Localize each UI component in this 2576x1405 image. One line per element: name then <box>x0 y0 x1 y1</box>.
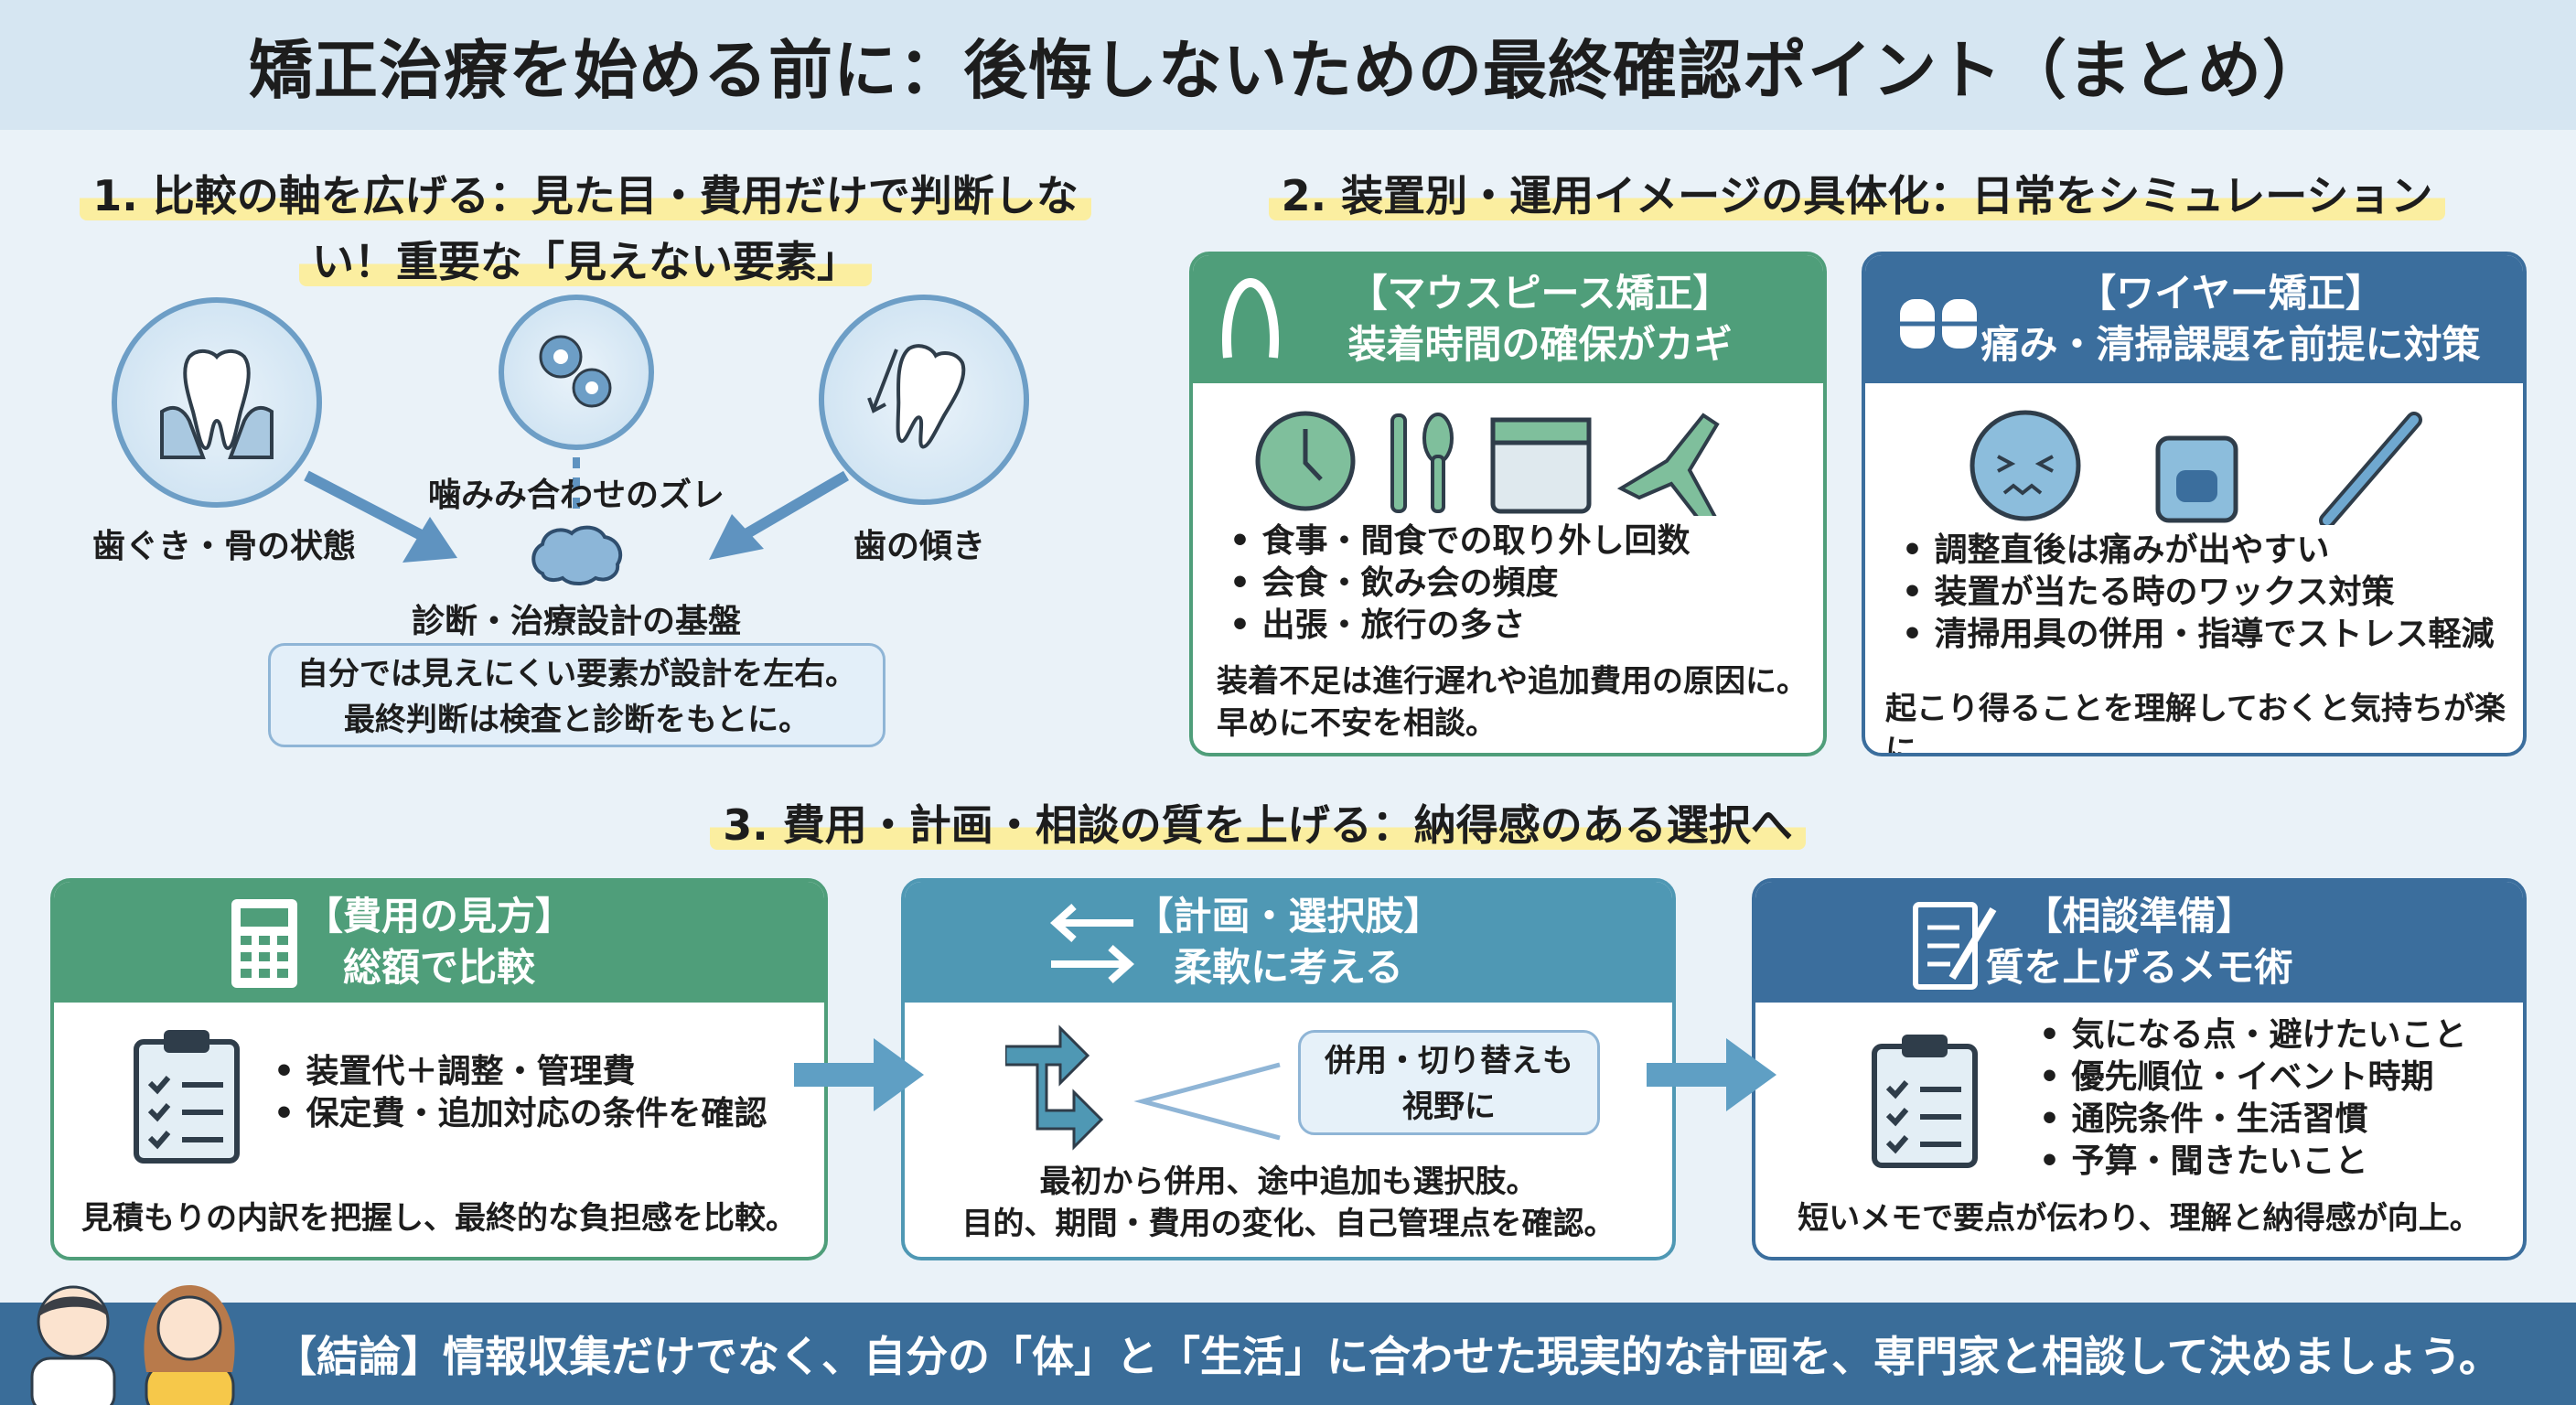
section1-arrows <box>304 457 850 563</box>
tooth-tilt-circle <box>819 295 1029 505</box>
doctor-patient-illustration <box>30 1285 235 1405</box>
bite-circle <box>499 295 654 450</box>
plan-note: 最初から併用、途中追加も選択肢。目的、期間・費用の変化、自己管理点を確認。 <box>961 1164 1615 1242</box>
aligner-note: 装着不足は進行遅れや追加費用の原因に。早めに不安を相談。 <box>1217 663 1808 742</box>
pained-face-icon <box>1970 410 2081 521</box>
factor-label: 歯の傾き <box>853 528 985 565</box>
section3-heading: 3. 費用・計画・相談の質を上げる：納得感のある選択へ <box>640 792 1875 858</box>
wire-card: 【ワイヤー矯正】痛み・清掃課題を前提に対策 調整直後は痛みが出やすい装置が当たる… <box>1862 252 2527 756</box>
aligner-bullets: 食事・間食での取り外し回数会食・飲み会の頻度出張・旅行の多さ <box>1229 520 1690 647</box>
center-label: 診断・治療設計の基盤 <box>411 603 741 640</box>
calendar-icon <box>1490 417 1592 514</box>
patient-icon <box>144 1285 235 1405</box>
section2-heading: 2. 装置別・運用イメージの具体化：日常をシミュレーション <box>1189 163 2525 229</box>
doctor-icon <box>30 1285 116 1405</box>
airplane-icon <box>1616 413 1720 516</box>
page-title: 矯正治療を始める前に：後悔しないための最終確認ポイント（まとめ） <box>249 32 2327 108</box>
card-header: 【費用の見方】総額で比較 <box>54 882 824 1003</box>
plan-card: 【計画・選択肢】柔軟に考える 併用・切り替えも視野に 最初から併用、途中追加も選… <box>901 878 1676 1260</box>
memo-pen-icon <box>1913 902 1997 990</box>
aligner-card: 【マウスピース矯正】装着時間の確保がカギ 食事・間食での取り外し回数会食・飲み会… <box>1189 252 1827 756</box>
section1-heading: 1. 比較の軸を広げる：見た目・費用だけで判断しな い！重要な「見えない要素」 <box>55 163 1116 295</box>
consult-card: 【相談準備】質を上げるメモ術 気になる点・避けたいこと優先順位・イベント時期通院… <box>1752 878 2527 1260</box>
conclusion-banner: 【結論】情報収集だけでなく、自分の「体」と「生活」に合わせた現実的な計画を、専門… <box>0 1303 2576 1405</box>
branch-arrows-icon <box>1005 1024 1281 1151</box>
fork-spoon-icon <box>1390 413 1454 513</box>
tooth-gum-icon <box>160 349 274 459</box>
flow-arrow-icon <box>1647 1038 1776 1111</box>
factor-label: 歯ぐき・骨の状態 <box>91 528 356 565</box>
toothbrush-icon <box>2319 412 2422 525</box>
gum-bone-circle <box>112 297 322 508</box>
cost-note: 見積もりの内訳を把握し、最終的な負担感を比較。 <box>81 1200 797 1237</box>
consult-bullets: 気になる点・避けたいこと優先順位・イベント時期通院条件・生活習慣予算・聞きたいこ… <box>2039 1014 2467 1183</box>
title-bar: 矯正治療を始める前に：後悔しないための最終確認ポイント（まとめ） <box>0 0 2576 130</box>
factor-label: 噛みみ合わせのズレ <box>427 477 724 514</box>
flow-arrow-icon <box>794 1038 924 1111</box>
braces-icon <box>1884 299 1993 349</box>
calculator-icon <box>231 899 297 988</box>
brain-icon <box>531 525 623 585</box>
card-header: 【相談準備】質を上げるメモ術 <box>1755 882 2523 1003</box>
cost-bullets: 装置代＋調整・管理費保定費・追加対応の条件を確認 <box>274 1051 767 1135</box>
card-header: 【計画・選択肢】柔軟に考える <box>905 882 1672 1003</box>
card-header: 【マウスピース矯正】装着時間の確保がカギ <box>1193 255 1823 383</box>
clock-icon <box>1255 411 1356 511</box>
swap-arrows-icon <box>1050 904 1134 983</box>
option-box: 併用・切り替えも視野に <box>1298 1030 1600 1135</box>
consult-note: 短いメモで要点が伝わり、理解と納得感が向上。 <box>1798 1200 2481 1237</box>
cost-card: 【費用の見方】総額で比較 装置代＋調整・管理費保定費・追加対応の条件を確認 見積… <box>50 878 828 1260</box>
conclusion-text: 【結論】情報収集だけでなく、自分の「体」と「生活」に合わせた現実的な計画を、専門… <box>274 1332 2501 1381</box>
clipboard-icon <box>1872 1035 1978 1168</box>
wire-bullets: 調整直後は痛みが出やすい装置が当たる時のワックス対策清掃用具の併用・指導でストレ… <box>1902 530 2495 656</box>
section1-note: 自分では見えにくい要素が設計を左右。最終判断は検査と診断をもとに。 <box>268 643 886 747</box>
flow-arrows <box>794 1038 1776 1111</box>
gears-icon <box>539 335 612 408</box>
wire-note: 起こり得ることを理解しておくと気持ちが楽に。 <box>1885 691 2506 756</box>
aligner-icon <box>1222 277 1279 359</box>
card-header: 【ワイヤー矯正】痛み・清掃課題を前提に対策 <box>1865 255 2523 383</box>
clipboard-icon <box>134 1030 240 1164</box>
tilted-tooth-icon <box>867 344 966 449</box>
floss-icon <box>2155 435 2238 523</box>
